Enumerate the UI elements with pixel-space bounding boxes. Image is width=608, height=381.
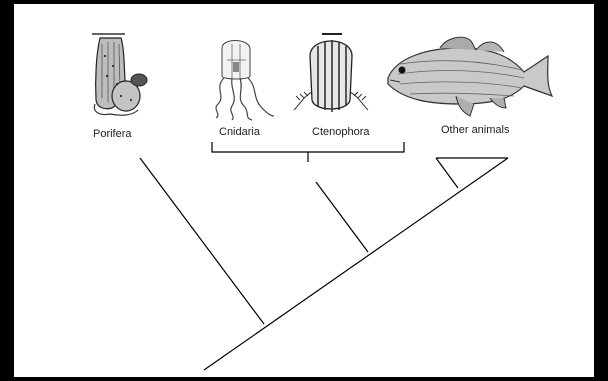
label-porifera: Porifera [93, 128, 132, 140]
label-other-animals: Other animals [441, 124, 509, 136]
other-animals-branch [436, 158, 458, 188]
comb-jelly-icon [294, 34, 368, 112]
jellyfish-icon [216, 41, 274, 121]
main-stem [204, 158, 508, 370]
sponge-icon [92, 34, 147, 115]
cnidaria-ctenophora-bracket [212, 142, 404, 162]
fish-icon [388, 37, 552, 116]
label-ctenophora: Ctenophora [312, 126, 370, 138]
label-cnidaria: Cnidaria [219, 126, 260, 138]
tree-branches [140, 158, 508, 370]
porifera-branch [140, 158, 264, 324]
ctenophore-cnidaria-branch [316, 182, 368, 252]
